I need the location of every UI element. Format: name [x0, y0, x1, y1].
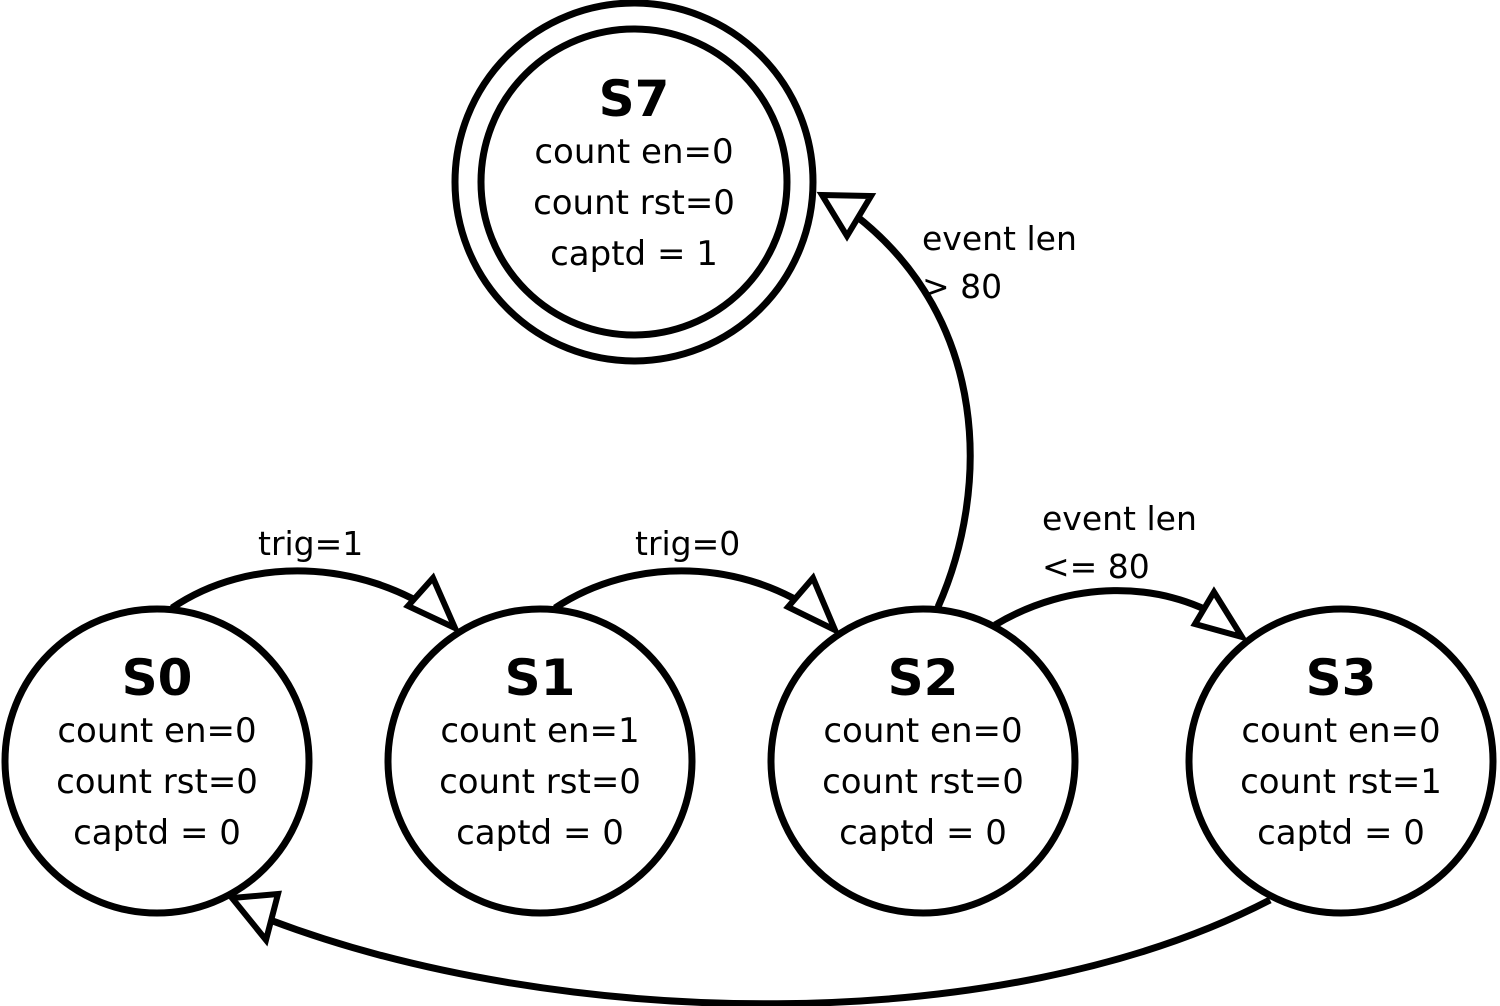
state-circle: [767, 605, 1079, 917]
state-name: S1: [505, 649, 576, 707]
state-s3[interactable]: S3 count en=0 count rst=1 captd = 0: [1185, 605, 1497, 917]
arrowhead-icon: [1190, 586, 1249, 642]
state-name: S2: [888, 649, 959, 707]
state-output: count en=0: [1241, 711, 1440, 751]
transition-label: <= 80: [1042, 547, 1150, 586]
state-circle: [1, 605, 313, 917]
state-circle: [477, 25, 791, 339]
state-output: count en=1: [440, 711, 639, 751]
arrowhead-icon: [226, 890, 282, 947]
transition-edge: [553, 567, 823, 618]
state-output: count rst=0: [56, 762, 258, 802]
state-output: captd = 0: [456, 813, 624, 853]
state-output: captd = 0: [73, 813, 241, 853]
state-output: captd = 0: [1257, 813, 1425, 853]
arrowhead-icon: [816, 191, 877, 242]
state-output: captd = 1: [550, 234, 718, 274]
state-circle: [1185, 605, 1497, 917]
transition-s2-s7: event len > 80: [816, 191, 1077, 609]
state-output: count rst=1: [1240, 762, 1442, 802]
transition-edge: [852, 212, 974, 609]
transition-s0-s1: trig=1: [170, 524, 461, 635]
transition-label: event len: [922, 219, 1077, 258]
arrowhead-icon: [783, 572, 841, 637]
state-output: count rst=0: [533, 183, 735, 223]
arrowhead-icon: [403, 572, 461, 635]
state-output: count rst=0: [439, 762, 641, 802]
state-output: count en=0: [823, 711, 1022, 751]
state-s2[interactable]: S2 count en=0 count rst=0 captd = 0: [767, 605, 1079, 917]
transition-edge: [993, 587, 1227, 629]
state-s0[interactable]: S0 count en=0 count rst=0 captd = 0: [1, 605, 313, 917]
transition-label: trig=1: [258, 524, 363, 563]
state-output: count rst=0: [822, 762, 1024, 802]
state-name: S7: [599, 70, 670, 128]
state-circle: [384, 605, 696, 917]
transition-label: > 80: [922, 267, 1002, 306]
transition-s2-s3: event len <= 80: [993, 499, 1249, 642]
state-output: captd = 0: [839, 813, 1007, 853]
transition-label: trig=0: [635, 524, 740, 563]
state-output: count en=0: [534, 132, 733, 172]
state-output: count en=0: [57, 711, 256, 751]
transition-edge: [268, 896, 1272, 1006]
transition-edge: [170, 567, 442, 618]
transition-s3-s0: [226, 890, 1272, 1006]
state-name: S3: [1306, 649, 1377, 707]
state-name: S0: [122, 649, 193, 707]
transition-s1-s2: trig=0: [553, 524, 841, 637]
state-s1[interactable]: S1 count en=1 count rst=0 captd = 0: [384, 605, 696, 917]
state-s7[interactable]: S7 count en=0 count rst=0 captd = 1: [451, 0, 817, 365]
transition-label: event len: [1042, 499, 1197, 538]
